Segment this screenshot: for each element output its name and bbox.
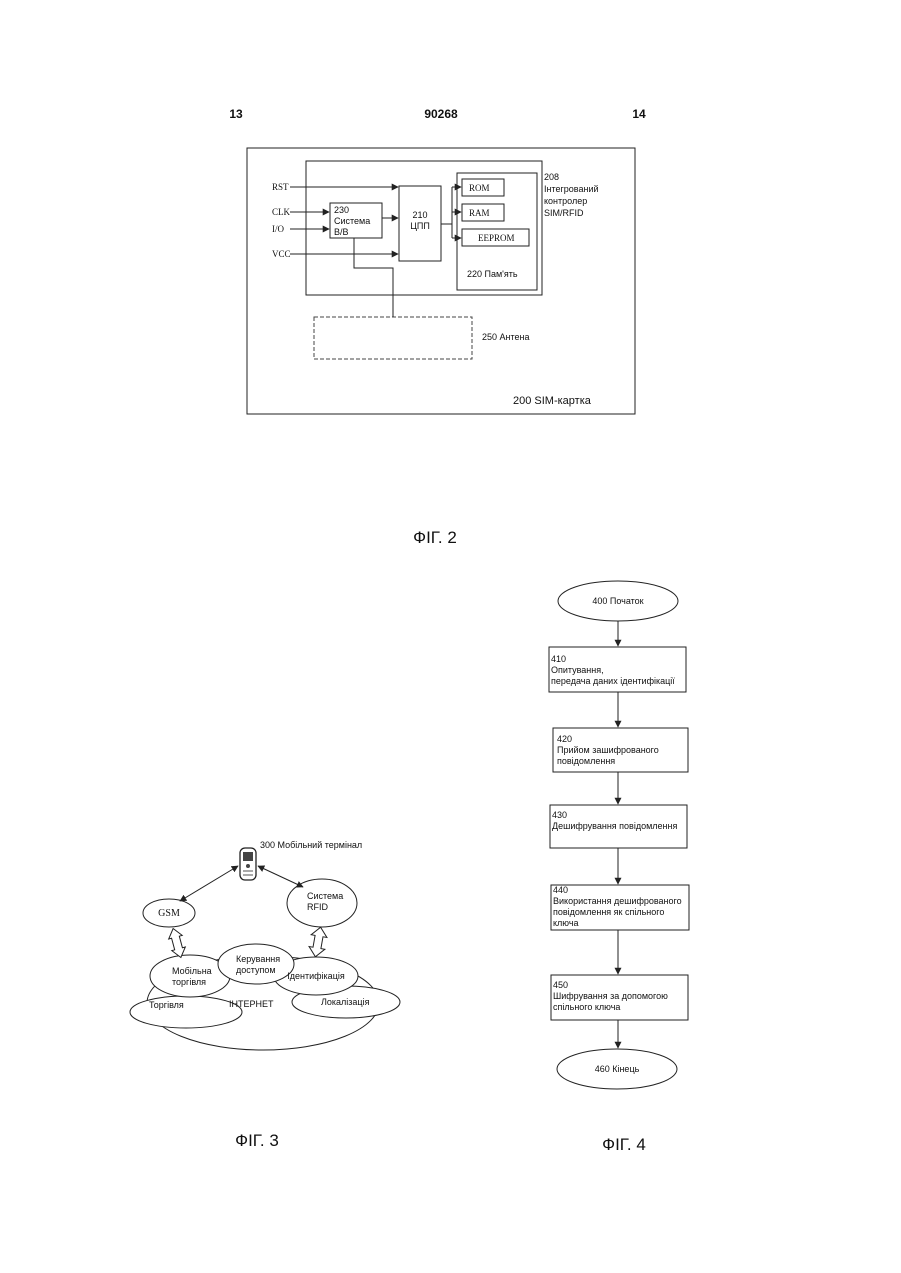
gsm-label: GSM: [158, 908, 180, 919]
gsm-internet-arrow: [166, 927, 187, 960]
controller-line-3: контролер: [544, 196, 587, 206]
step-450-number: 450: [553, 980, 568, 990]
phone-gsm-arrow: [180, 866, 238, 901]
patent-number: 90268: [424, 107, 458, 121]
step-450-line-1: Шифрування за допомогою: [553, 991, 668, 1001]
step-440-line-1: Використання дешифрованого: [553, 896, 682, 906]
cpu-block-number: 210: [412, 210, 427, 220]
rfid-label-1: Система: [307, 891, 343, 901]
trade-label: Торгівля: [149, 1000, 184, 1010]
antenna-label: 250 Антена: [482, 332, 530, 342]
terminal-label: 300 Мобільний термінал: [260, 840, 362, 850]
phone-rfid-arrow: [258, 866, 303, 887]
access-label-1: Керування: [236, 954, 280, 964]
step-420-line-1: Прийом зашифрованого: [557, 745, 659, 755]
ram-label: RAM: [469, 208, 490, 218]
fig2-caption: ФІГ. 2: [413, 528, 457, 547]
fig4-flowchart: 400 Початок 410 Опитування, передача дан…: [549, 581, 689, 1089]
page-number-left: 13: [229, 107, 243, 121]
step-410-line-1: Опитування,: [551, 665, 604, 675]
memory-label: 220 Пам'ять: [467, 269, 518, 279]
clk-label: CLK: [272, 207, 291, 217]
step-450-line-2: спільного ключа: [553, 1002, 620, 1012]
antenna-block: [314, 317, 472, 359]
page-number-right: 14: [632, 107, 646, 121]
controller-line-4: SIM/RFID: [544, 208, 584, 218]
localization-label: Локалізація: [321, 997, 370, 1007]
step-420-number: 420: [557, 734, 572, 744]
io-block-title: Система: [334, 216, 370, 226]
cpu-block-title: ЦПП: [410, 221, 430, 231]
rfid-internet-arrow: [308, 926, 329, 958]
fig3-caption: ФІГ. 3: [235, 1131, 279, 1150]
rfid-label-2: RFID: [307, 902, 328, 912]
sim-card-label: 200 SIM-картка: [513, 395, 592, 407]
eeprom-label: EEPROM: [478, 233, 515, 243]
antenna-line: [354, 238, 393, 317]
step-430-line-1: Дешифрування повідомлення: [552, 821, 677, 831]
controller-number: 208: [544, 172, 559, 182]
access-control-bubble: [218, 944, 294, 984]
io-block-number: 230: [334, 205, 349, 215]
step-440-number: 440: [553, 885, 568, 895]
mcommerce-label-2: торгівля: [172, 977, 206, 987]
phone-icon: [240, 848, 256, 880]
controller-line-2: Інтегрований: [544, 184, 599, 194]
step-440-line-3: ключа: [553, 918, 579, 928]
internet-label: ІНТЕРНЕТ: [229, 999, 274, 1009]
step-420-line-2: повідомлення: [557, 756, 615, 766]
io-block-subtitle: В/В: [334, 227, 349, 237]
end-label: 460 Кінець: [595, 1064, 640, 1074]
start-label: 400 Початок: [592, 596, 643, 606]
step-440-line-2: повідомлення як спільного: [553, 907, 664, 917]
step-430-number: 430: [552, 810, 567, 820]
step-410-number: 410: [551, 654, 566, 664]
fig4-caption: ФІГ. 4: [602, 1135, 646, 1154]
fig3-diagram: 300 Мобільний термінал GSM Система RFID …: [130, 840, 400, 1050]
access-label-2: доступом: [236, 965, 276, 975]
trade-bubble: [130, 996, 242, 1028]
vcc-label: VCC: [272, 249, 291, 259]
rom-label: ROM: [469, 183, 490, 193]
step-410-line-2: передача даних ідентифікації: [551, 676, 675, 686]
mcommerce-label-1: Мобільна: [172, 966, 212, 976]
rst-label: RST: [272, 182, 289, 192]
identification-label: Ідентифікація: [287, 971, 345, 981]
fig2-diagram: RST CLK I/O VCC 230 Система В/В 210 ЦПП …: [247, 148, 635, 414]
io-label: I/O: [272, 224, 284, 234]
